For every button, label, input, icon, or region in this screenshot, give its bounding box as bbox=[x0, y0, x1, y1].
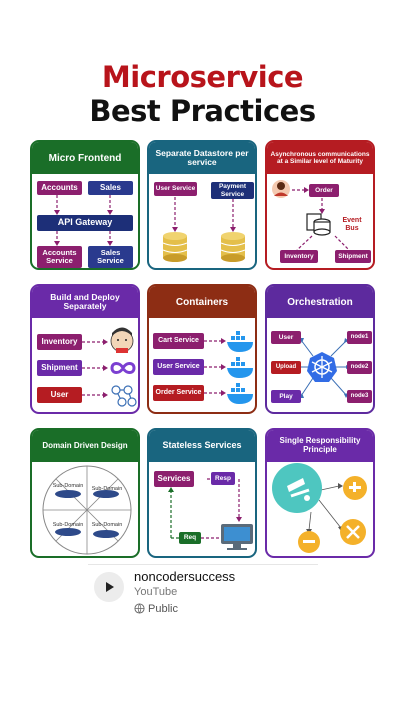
user-service-label: User Service bbox=[153, 359, 204, 375]
stateless-diagram bbox=[168, 478, 253, 550]
build-deploy-diagram bbox=[82, 327, 137, 407]
orchestration-diagram bbox=[298, 338, 350, 398]
containers-diagram bbox=[204, 331, 253, 404]
card-async-communications: Asynchronous communications at a Similar… bbox=[265, 140, 375, 270]
user-avatar-icon bbox=[272, 180, 290, 198]
gears-icon bbox=[343, 476, 367, 500]
orchestration-title: Orchestration bbox=[267, 286, 373, 318]
footer-divider bbox=[88, 564, 318, 565]
gears-icon bbox=[298, 531, 320, 553]
database-icon bbox=[162, 232, 188, 262]
database-icon bbox=[220, 232, 246, 262]
user-label: User bbox=[271, 331, 301, 344]
platform-label: YouTube bbox=[134, 586, 178, 598]
node1-label: node1 bbox=[347, 331, 372, 344]
card-containers: Containers Cart Service User Service Ord… bbox=[147, 284, 257, 414]
docker-icon bbox=[227, 357, 253, 378]
order-service-label: Order Service bbox=[153, 385, 204, 401]
node3-label: node3 bbox=[347, 390, 372, 403]
stateless-title: Stateless Services bbox=[149, 430, 255, 462]
sub-domain-label: Sub-Domain bbox=[52, 482, 84, 489]
sales-label: Sales bbox=[88, 181, 133, 195]
card-micro-frontend: Micro Frontend Accounts Sales API Gatewa… bbox=[30, 140, 140, 270]
sub-domain-label: Sub-Domain bbox=[91, 485, 123, 492]
containers-title: Containers bbox=[149, 286, 255, 318]
req-label: Req bbox=[179, 532, 201, 544]
youtube-icon[interactable] bbox=[94, 572, 124, 602]
visibility-label: Public bbox=[148, 603, 178, 615]
shipment-label: Shipment bbox=[335, 250, 371, 263]
globe-icon bbox=[134, 603, 145, 614]
srp-diagram bbox=[272, 463, 367, 553]
accounts-label: Accounts bbox=[37, 181, 82, 195]
jenkins-icon bbox=[110, 327, 134, 353]
upload-label: Upload bbox=[271, 361, 301, 374]
micro-frontend-title: Micro Frontend bbox=[32, 142, 138, 174]
micro-frontend-diagram bbox=[54, 195, 113, 246]
docker-icon bbox=[227, 331, 253, 352]
resp-label: Resp bbox=[211, 472, 235, 485]
pipeline-icon bbox=[111, 385, 137, 407]
database-icon bbox=[306, 213, 331, 236]
separate-datastore-diagram bbox=[162, 197, 246, 262]
async-diagram bbox=[272, 180, 350, 251]
sub-domain-label: Sub-Domain bbox=[52, 521, 84, 528]
cart-service-label: Cart Service bbox=[153, 333, 204, 349]
gears-icon bbox=[340, 519, 366, 545]
node2-label: node2 bbox=[347, 361, 372, 374]
event-bus-label: Event Bus bbox=[342, 217, 362, 232]
docker-icon bbox=[227, 383, 253, 404]
api-gateway-label: API Gateway bbox=[37, 215, 133, 231]
card-domain-driven-design: Domain Driven Design Sub-Domain Sub-Doma… bbox=[30, 428, 140, 558]
services-label: Services bbox=[154, 471, 194, 487]
async-title: Asynchronous communications at a Similar… bbox=[267, 142, 373, 174]
sub-domain-label: Sub-Domain bbox=[91, 521, 123, 528]
channel-name[interactable]: noncodersuccess bbox=[134, 569, 236, 584]
card-separate-datastore: Separate Datastore per service User Serv… bbox=[147, 140, 257, 270]
sales-service-label: Sales Service bbox=[88, 246, 133, 268]
page-title-line2: Best Practices bbox=[89, 94, 316, 128]
kubernetes-icon bbox=[307, 352, 337, 382]
inventory-label: Inventory bbox=[37, 334, 82, 350]
gears-icon bbox=[272, 463, 322, 513]
srp-title: Single Responsibility Principle bbox=[267, 430, 373, 462]
play-label: Play bbox=[271, 390, 301, 403]
card-stateless-services: Stateless Services Services Resp Req bbox=[147, 428, 257, 558]
shipment-label: Shipment bbox=[37, 360, 82, 376]
ddd-title: Domain Driven Design bbox=[32, 430, 138, 462]
inventory-label: Inventory bbox=[280, 250, 318, 263]
accounts-service-label: Accounts Service bbox=[37, 246, 82, 268]
ddd-diagram bbox=[42, 465, 132, 555]
order-label: Order bbox=[309, 184, 339, 197]
build-deploy-title: Build and Deploy Separately bbox=[32, 286, 138, 318]
user-label: User bbox=[37, 387, 82, 403]
separate-datastore-title: Separate Datastore per service bbox=[149, 142, 255, 174]
user-service-label: User Service bbox=[154, 182, 197, 196]
page-title-line1: Microservice bbox=[101, 60, 304, 94]
payment-service-label: Payment Service bbox=[211, 182, 254, 199]
card-single-responsibility: Single Responsibility Principle bbox=[265, 428, 375, 558]
card-build-deploy: Build and Deploy Separately Inventory Sh… bbox=[30, 284, 140, 414]
screen-icon bbox=[221, 524, 253, 550]
card-orchestration: Orchestration User Upload Play node1 nod… bbox=[265, 284, 375, 414]
infinity-icon bbox=[110, 362, 136, 374]
